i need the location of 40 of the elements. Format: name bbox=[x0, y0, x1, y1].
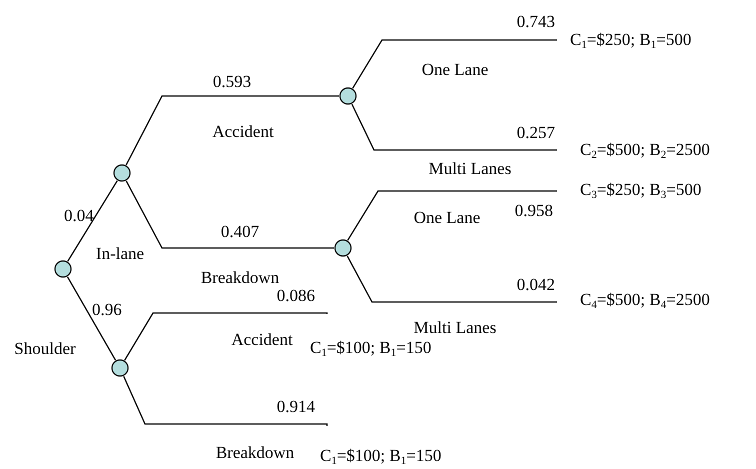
outcome-text: C$_{1}$=$250; B$_{1}$=500 bbox=[557, 30, 692, 50]
outcome-text: C$_{3}$=$250; B$_{3}$=500 bbox=[557, 180, 702, 200]
probability-label: 0.593 bbox=[212, 72, 252, 92]
branch-line bbox=[66, 276, 116, 361]
probability-label: 0.04 bbox=[64, 206, 94, 226]
branch-label: One Lane bbox=[422, 60, 488, 80]
probability-label: 0.257 bbox=[516, 123, 555, 143]
probability-label: 0.086 bbox=[276, 286, 315, 306]
outcome-text: C$_{2}$=$500; B$_{2}$=2500 bbox=[557, 140, 710, 160]
branch-label: Multi Lanes bbox=[414, 318, 496, 338]
branch-label: In-lane bbox=[96, 244, 144, 264]
probability-label: 0.042 bbox=[516, 275, 555, 295]
branch-line bbox=[123, 376, 328, 426]
branch-line bbox=[67, 180, 118, 262]
branch-label: One Lane bbox=[414, 208, 480, 228]
probability-label: 0.96 bbox=[92, 300, 122, 320]
chance-node bbox=[334, 239, 352, 257]
outcome-text: C$_{1}$=$100; B$_{1}$=150 bbox=[305, 426, 442, 466]
branch-line bbox=[351, 104, 557, 151]
branch-label: Accident bbox=[231, 330, 293, 350]
branch-label: Breakdown bbox=[216, 443, 294, 463]
probability-label: 0.407 bbox=[220, 222, 260, 242]
branch-line bbox=[346, 256, 557, 303]
chance-node bbox=[111, 359, 129, 377]
probability-label: 0.958 bbox=[514, 201, 553, 221]
branch-label: Breakdown bbox=[200, 268, 280, 288]
branch-label: Shoulder bbox=[14, 339, 76, 359]
branch-line bbox=[347, 190, 557, 241]
branch-line bbox=[126, 180, 334, 249]
probability-label: 0.914 bbox=[276, 397, 315, 417]
chance-node bbox=[54, 260, 72, 278]
chance-node bbox=[113, 164, 131, 182]
probability-label: 0.743 bbox=[516, 12, 555, 32]
branch-line bbox=[126, 95, 339, 166]
branch-line bbox=[124, 312, 328, 361]
branch-label: Accident bbox=[212, 122, 274, 142]
chance-node bbox=[339, 87, 357, 105]
outcome-text: C$_{4}$=$500; B$_{4}$=2500 bbox=[557, 290, 710, 310]
branch-label: Multi Lanes bbox=[428, 159, 512, 179]
branch-line bbox=[352, 39, 557, 89]
